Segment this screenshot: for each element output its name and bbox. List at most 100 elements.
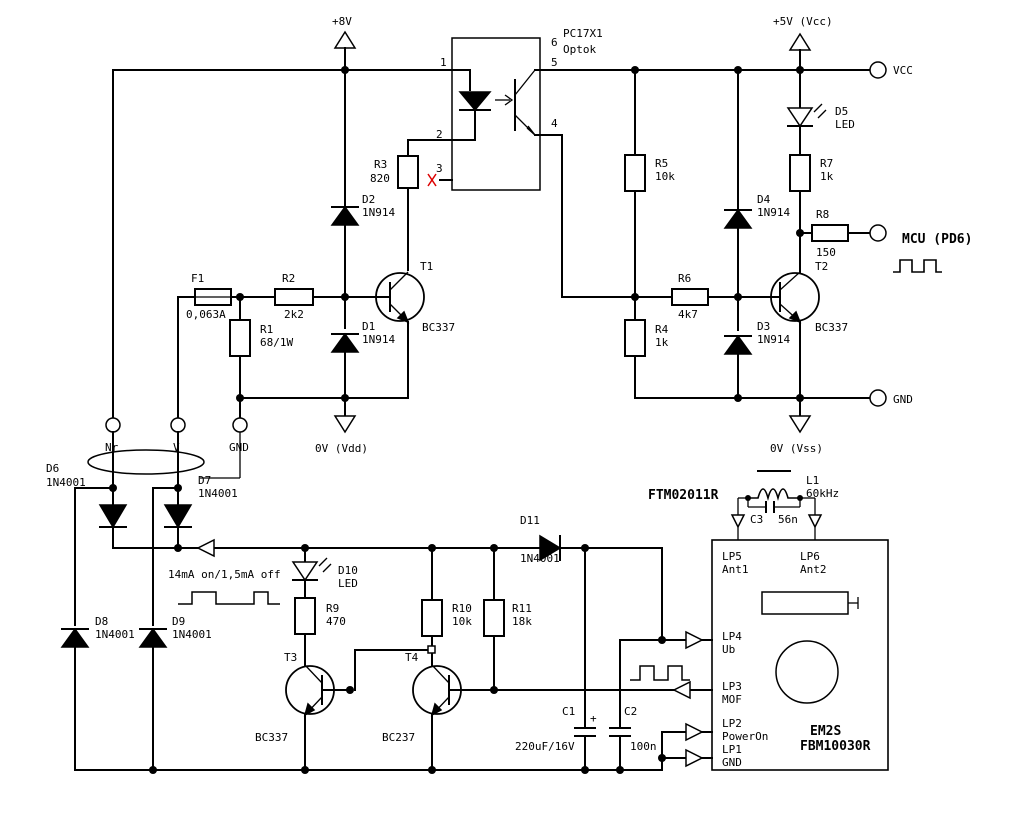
resistor-r11: R11 18k [483, 547, 532, 691]
d6-diode-icon [98, 504, 128, 529]
transistor-t4: T4 BC237 [382, 651, 473, 771]
l1-name: L1 [806, 474, 819, 487]
opto-pin2: 2 [436, 128, 443, 141]
d11-value: 1N4001 [520, 552, 560, 565]
module-part: FBM10030R [800, 739, 871, 754]
r5-value: 10k [655, 170, 675, 183]
d9-name: D9 [172, 615, 185, 628]
resistor-r6: R6 4k7 [671, 272, 781, 321]
receiver-module-em2s: LP5 Ant1 LP6 Ant2 LP4 Ub LP3 MOF LP2 Pow… [711, 539, 889, 771]
r1-value: 68/1W [260, 336, 293, 349]
diode-d6: D6 1N4001 [46, 462, 128, 549]
gnd-arrow-icon [685, 748, 704, 768]
d2-diode-icon [330, 205, 360, 226]
resistor-r7: R7 1k [789, 154, 834, 273]
transistor-t1: T1 BC337 [344, 260, 455, 399]
l1-value: 60kHz [806, 487, 839, 500]
r10-value: 10k [452, 615, 472, 628]
c2-value: 100n [630, 740, 657, 753]
supply-8v-label: +8V [332, 15, 352, 28]
lp4-label: LP4 [722, 630, 742, 643]
diode-d2: D2 1N914 [330, 193, 395, 329]
d8-name: D8 [95, 615, 108, 628]
t4-name: T4 [405, 651, 419, 664]
d4-diode-icon [723, 208, 753, 229]
d11-name: D11 [520, 514, 540, 527]
r5-name: R5 [655, 157, 668, 170]
module-crystal-icon [761, 591, 849, 615]
opto-pin4: 4 [551, 117, 558, 130]
mcu-label: MCU (PD6) [902, 232, 972, 247]
gnd-terminal-label: GND [893, 393, 913, 406]
d2-name: D2 [362, 193, 375, 206]
gnd-terminal [869, 389, 887, 407]
ground-vss: 0V (Vss) [770, 397, 823, 455]
t2-value: BC337 [815, 321, 848, 334]
t4-value: BC237 [382, 731, 415, 744]
r2-value: 2k2 [284, 308, 304, 321]
vcc-terminal-label: VCC [893, 64, 913, 77]
poweron-arrow-icon [685, 722, 704, 742]
vss-ground-arrow-icon [788, 415, 812, 434]
lp6-label: LP6 [800, 550, 820, 563]
d2-value: 1N914 [362, 206, 395, 219]
module-coil-icon [775, 640, 839, 704]
t3-name: T3 [284, 651, 297, 664]
r8-name: R8 [816, 208, 829, 221]
d5-value: LED [835, 118, 855, 131]
resistor-r5: R5 10k [624, 154, 675, 321]
resistor-r3: R3 820 [370, 139, 419, 271]
d11-diode-icon [539, 534, 562, 562]
supply-8v-arrow-icon [333, 30, 357, 49]
supply-5v: +5V (Vcc) [773, 15, 833, 71]
diode-d8: D8 1N4001 [60, 615, 135, 771]
d8-diode-icon [60, 627, 90, 648]
mof-arrow-icon [672, 680, 691, 700]
d1-value: 1N914 [362, 333, 395, 346]
r9-value: 470 [326, 615, 346, 628]
terminal-gnd [232, 417, 248, 433]
d7-diode-icon [163, 504, 193, 529]
transistor-t2: T2 BC337 [770, 260, 848, 399]
lp3-sub: MOF [722, 693, 742, 706]
r2-name: R2 [282, 272, 295, 285]
c1-polarity-icon: + [590, 712, 597, 725]
diode-d7: D7 1N4001 [163, 474, 238, 549]
lp2-label: LP2 [722, 717, 742, 730]
diode-d11: D11 1N4001 [493, 514, 663, 641]
opto-pin5: 5 [551, 56, 558, 69]
d10-name: D10 [338, 564, 358, 577]
f1-value: 0,063A [186, 308, 226, 321]
d10-led-icon [291, 561, 319, 582]
terminal-gnd-label: GND [229, 441, 249, 454]
lp3-label: LP3 [722, 680, 742, 693]
r11-value: 18k [512, 615, 532, 628]
d5-led-icon [786, 107, 814, 128]
supply-5v-arrow-icon [788, 32, 812, 51]
d9-value: 1N4001 [172, 628, 212, 641]
opto-name: PC17X1 [563, 27, 603, 40]
terminal-v-label: V [173, 441, 180, 454]
d7-name: D7 [198, 474, 211, 487]
r10-name: R10 [452, 602, 472, 615]
vdd-ground-arrow-icon [333, 415, 357, 434]
antenna-part: FTM02011R [648, 488, 719, 503]
d3-name: D3 [757, 320, 770, 333]
c1-value: 220uF/16V [515, 740, 575, 753]
r4-name: R4 [655, 323, 669, 336]
t1-value: BC337 [422, 321, 455, 334]
capacitor-c2: C2 100n [609, 639, 657, 771]
r6-value: 4k7 [678, 308, 698, 321]
c3-value: 56n [778, 513, 798, 526]
opto-type: Optok [563, 43, 596, 56]
opto-pin1: 1 [440, 56, 447, 69]
r1-name: R1 [260, 323, 273, 336]
led-d10: D10 LED [291, 547, 358, 599]
opto-led-icon [458, 91, 492, 112]
vdd-label: 0V (Vdd) [315, 442, 368, 455]
resistor-r4: R4 1k [624, 319, 669, 399]
t1-name: T1 [420, 260, 433, 273]
r6-name: R6 [678, 272, 691, 285]
optocoupler-pc17x1: PC17X1 Optok 1 2 3 4 5 6 [407, 27, 636, 191]
lp1-sub: GND [722, 756, 742, 769]
